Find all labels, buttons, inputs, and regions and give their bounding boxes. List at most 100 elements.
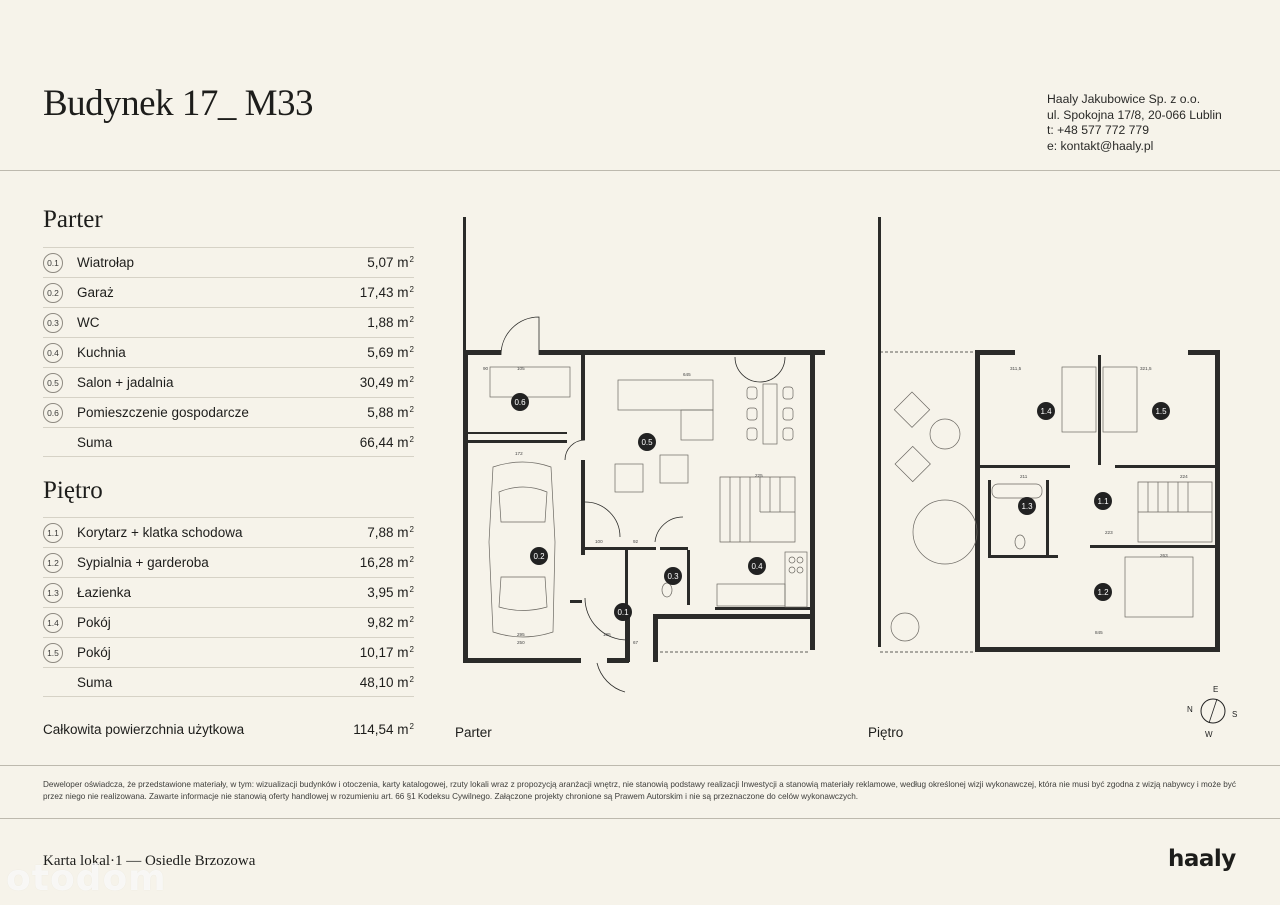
wall (463, 352, 468, 662)
dining-chairs (746, 386, 794, 441)
pietro-floor-plan: 311,5 321,5 211 224 223 263 845 1.4 1.5 … (878, 217, 1220, 653)
armchair (614, 463, 644, 493)
svg-text:0.5: 0.5 (641, 438, 653, 447)
disclaimer-text: Deweloper oświadcza, że przedstawione ma… (43, 780, 1236, 801)
room-badge: 1.4 (43, 612, 63, 633)
room-marker: 1.3 (1018, 497, 1036, 515)
svg-text:223: 223 (1105, 530, 1113, 535)
svg-text:185: 185 (603, 632, 611, 637)
wall (660, 547, 688, 550)
company-name: Haaly Jakubowice Sp. z o.o. (1047, 92, 1201, 106)
room-badge: 0.1 (43, 252, 63, 273)
pietro-title: Piętro (43, 477, 103, 504)
haaly-logo: haaly (1168, 846, 1236, 872)
wall (570, 600, 582, 603)
bathtub (991, 483, 1043, 499)
wall (581, 355, 585, 440)
wall (463, 658, 581, 663)
wall (988, 480, 991, 555)
otodom-watermark: otodom (6, 858, 167, 899)
svg-text:1.4: 1.4 (1040, 407, 1052, 416)
room-badge: 0.4 (43, 342, 63, 363)
kitchen-counter (784, 551, 808, 608)
room-marker: 1.4 (1037, 402, 1055, 420)
bed (1102, 366, 1138, 433)
room-badge: 0.3 (43, 312, 63, 333)
room-area: 5,69 m2 (367, 345, 414, 360)
svg-text:645: 645 (683, 372, 691, 377)
sum-area: 48,10 m2 (359, 674, 414, 690)
svg-text:E: E (1213, 685, 1218, 694)
room-marker: 0.1 (614, 603, 632, 621)
compass-icon: N E S W (1187, 685, 1237, 739)
stairs (719, 476, 796, 543)
svg-text:295: 295 (517, 632, 525, 637)
svg-text:0.2: 0.2 (533, 552, 545, 561)
svg-text:845: 845 (1095, 630, 1103, 635)
wall (463, 350, 501, 355)
room-marker: 0.3 (664, 567, 682, 585)
room-marker: 1.2 (1094, 583, 1112, 601)
header-divider (0, 170, 1280, 171)
wall (539, 350, 825, 355)
room-badge: 1.1 (43, 522, 63, 543)
bed (1061, 366, 1097, 433)
footer-caption: Karta lokal·1 — Osiedle Brzozowa (43, 853, 256, 869)
room-area: 10,17 m2 (359, 645, 414, 660)
door-arc (584, 597, 628, 641)
disclaimer-divider (0, 765, 1280, 766)
company-info: Haaly Jakubowice Sp. z o.o. ul. Spokojna… (1047, 92, 1222, 154)
double-bed (1124, 556, 1194, 618)
kitchen-counter (716, 583, 786, 607)
wall (988, 555, 1058, 558)
svg-text:100: 100 (595, 539, 603, 544)
svg-text:225: 225 (755, 473, 763, 478)
svg-text:0.3: 0.3 (667, 572, 679, 581)
room-badge: 0.5 (43, 372, 63, 393)
svg-text:250: 250 (517, 640, 525, 645)
wall (1115, 465, 1215, 468)
terrace-furniture (890, 391, 978, 642)
room-badge: 1.3 (43, 582, 63, 603)
room-name: WC (77, 315, 100, 330)
wall (467, 432, 567, 434)
company-email[interactable]: e: kontakt@haaly.pl (1047, 138, 1154, 153)
sofa (617, 379, 714, 411)
svg-text:105: 105 (517, 366, 525, 371)
svg-text:W: W (1205, 730, 1213, 739)
room-name: Łazienka (77, 585, 132, 600)
wall (975, 647, 1220, 652)
svg-text:N: N (1187, 705, 1193, 714)
wall (467, 440, 567, 443)
wall (1188, 350, 1220, 355)
svg-text:211: 211 (1020, 474, 1028, 479)
svg-text:311,5: 311,5 (1010, 366, 1022, 371)
toilet (1014, 534, 1026, 550)
door-arc (564, 439, 586, 461)
room-area: 16,28 m2 (359, 555, 414, 570)
wall (625, 550, 628, 605)
svg-text:1.3: 1.3 (1021, 502, 1033, 511)
coffee-table (659, 454, 689, 484)
room-area: 17,43 m2 (359, 285, 414, 300)
door-arc (596, 662, 626, 693)
room-area: 9,82 m2 (367, 615, 414, 630)
wall (463, 217, 466, 352)
wall (653, 614, 658, 662)
room-badge: 0.2 (43, 282, 63, 303)
svg-text:90: 90 (483, 366, 489, 371)
sum-label: Suma (77, 434, 113, 450)
company-phone[interactable]: t: +48 577 772 779 (1047, 123, 1149, 137)
wall (581, 460, 585, 555)
room-name: Salon + jadalnia (77, 375, 174, 390)
room-marker: 0.4 (748, 557, 766, 575)
room-name: Korytarz + klatka schodowa (77, 525, 243, 540)
